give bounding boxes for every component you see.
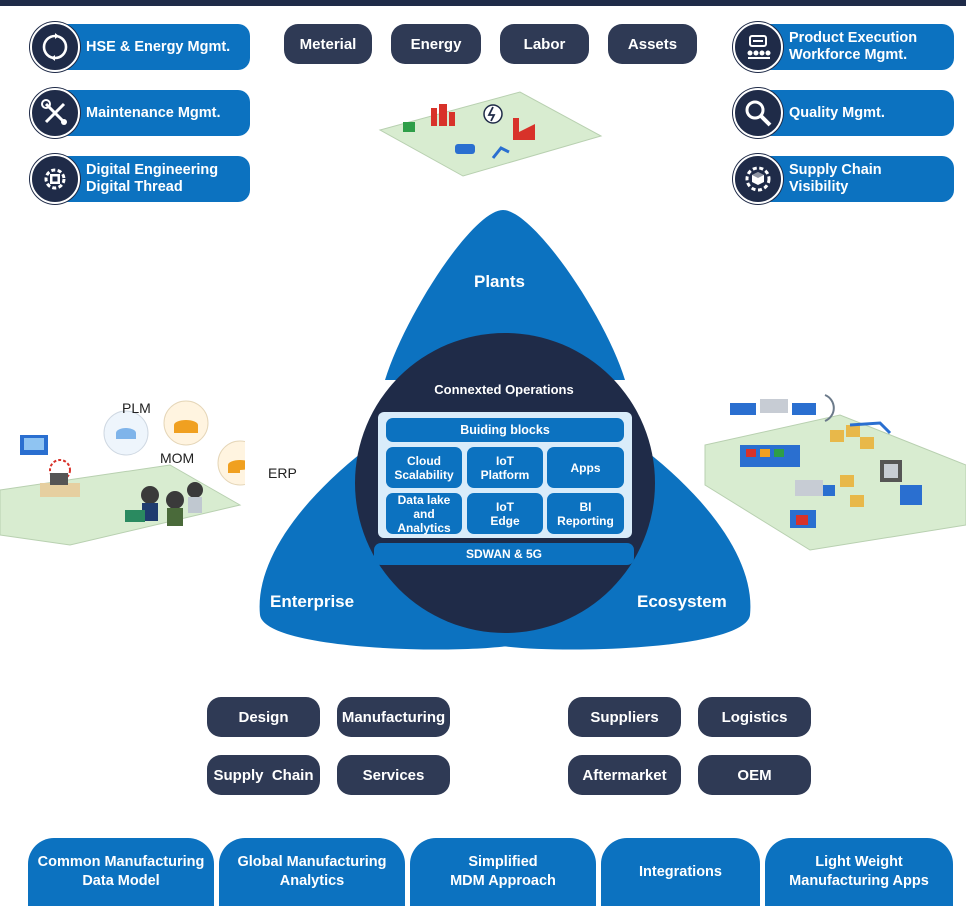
resource-pill-assets[interactable]: Assets xyxy=(608,24,697,64)
feature-bar xyxy=(755,24,954,70)
enterprise-illustration xyxy=(0,400,245,546)
function-pill-aftermarket[interactable]: Aftermarket xyxy=(568,755,681,795)
feature-bar xyxy=(52,24,250,70)
plants-petal xyxy=(385,210,625,380)
block-apps[interactable]: Apps xyxy=(547,447,624,488)
cycle-icon xyxy=(30,22,80,72)
feature-bar xyxy=(755,90,954,136)
resource-pill-material[interactable]: Meterial xyxy=(284,24,372,64)
ecosystem-illustration xyxy=(704,394,966,551)
resource-pill-energy[interactable]: Energy xyxy=(391,24,481,64)
petal-label-ecosystem: Ecosystem xyxy=(637,592,727,611)
resource-pill-labor[interactable]: Labor xyxy=(500,24,589,64)
workforce-icon xyxy=(733,22,783,72)
system-label-mom: MOM xyxy=(160,450,195,466)
function-pill-manufacturing[interactable]: Manufacturing xyxy=(337,697,450,737)
feature-quality[interactable]: Quality Mgmt. xyxy=(733,88,954,138)
feature-maintenance[interactable]: Maintenance Mgmt. xyxy=(30,88,250,138)
system-label-plm: PLM xyxy=(122,400,151,416)
system-label-erp: ERP xyxy=(268,465,297,481)
function-pill-logistics[interactable]: Logistics xyxy=(698,697,811,737)
function-pill-supply-chain[interactable]: Supply Chain xyxy=(207,755,320,795)
plants-illustration xyxy=(378,91,603,177)
petal-label-enterprise: Enterprise xyxy=(270,592,355,611)
package-gear-icon xyxy=(733,154,783,204)
pillar-integrations[interactable]: Integrations xyxy=(601,838,760,906)
core-title: Connexted Operations xyxy=(434,382,574,397)
feature-bar xyxy=(755,156,954,202)
feature-hse-energy[interactable]: HSE & Energy Mgmt. xyxy=(30,22,250,72)
function-pill-design[interactable]: Design xyxy=(207,697,320,737)
feature-bar xyxy=(52,90,250,136)
petal-label-plants: Plants xyxy=(474,272,526,291)
building-blocks-header: Buiding blocks xyxy=(386,418,624,442)
function-pill-suppliers[interactable]: Suppliers xyxy=(568,697,681,737)
tools-icon xyxy=(30,88,80,138)
feature-bar xyxy=(52,156,250,202)
gear-chip-icon xyxy=(30,154,80,204)
magnifier-icon xyxy=(733,88,783,138)
top-rule xyxy=(0,0,966,6)
function-pill-oem[interactable]: OEM xyxy=(698,755,811,795)
function-pill-services[interactable]: Services xyxy=(337,755,450,795)
sdwan-5g-bar[interactable]: SDWAN & 5G xyxy=(374,543,634,565)
